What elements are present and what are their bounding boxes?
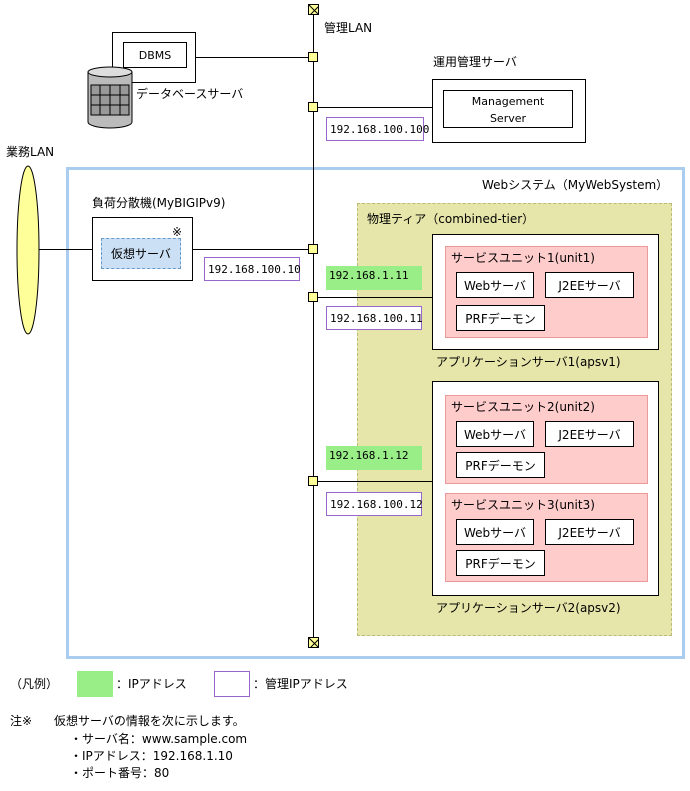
management-lan-label: 管理LAN [324, 21, 373, 35]
virtual-server-note-mark: ※ [172, 225, 183, 239]
database-server-label: データベースサーバ [136, 87, 244, 101]
database-server-icon [87, 66, 133, 129]
note-text: 仮想サーバの情報を次に示します。 [54, 714, 245, 728]
note-item-server-name: ・サーバ名：www.sample.com [70, 732, 248, 746]
legend-prefix: （凡例） [10, 677, 59, 691]
service-unit-3-prf-daemon: PRFデーモン [456, 550, 545, 576]
service-unit-1-web-server: Webサーバ [456, 272, 534, 298]
lan-terminator-bottom-icon [308, 637, 319, 648]
legend-mgmt-ip-label: ：管理IPアドレス [253, 677, 348, 691]
app-server-2-ip: 192.168.1.12 [326, 446, 422, 470]
legend-ip-label: ：IPアドレス [116, 677, 187, 691]
note-mark: 注※ [10, 714, 33, 728]
dbms-link [196, 57, 309, 58]
ops-server-line1: Management [471, 95, 545, 108]
legend-mgmt-ip-swatch [214, 671, 250, 697]
service-unit-1-label: サービスユニット1(unit1) [451, 251, 595, 265]
service-unit-2-j2ee-server: J2EEサーバ [545, 421, 634, 447]
app-server-1-link [317, 297, 433, 298]
ops-server-node [308, 102, 318, 112]
ops-server-link [317, 107, 432, 108]
virtual-server-label: 仮想サーバ [111, 247, 171, 261]
ops-server-title: 運用管理サーバ [433, 55, 517, 69]
ops-server-mgmt-ip: 192.168.100.100 [326, 117, 429, 141]
app-server-1-mgmt-ip: 192.168.100.11 [326, 306, 423, 330]
business-lan-ellipse [16, 165, 40, 335]
virtual-server-box: 仮想サーバ [101, 238, 181, 269]
service-unit-2-label: サービスユニット2(unit2) [451, 400, 595, 414]
note-item-port-number: ・ポート番号：80 [70, 766, 170, 780]
app-server-1-ip: 192.168.1.11 [326, 266, 422, 290]
app-server-1-node [308, 292, 318, 302]
dbms-box: DBMS [123, 42, 187, 68]
legend-ip-swatch [77, 671, 113, 697]
app-server-2-link [317, 481, 433, 482]
service-unit-3-web-server: Webサーバ [456, 519, 534, 545]
load-balancer-mgmt-ip: 192.168.100.10 [204, 257, 301, 281]
business-lan-link [39, 249, 92, 250]
service-unit-3-j2ee-server: J2EEサーバ [545, 519, 634, 545]
management-lan-bus [313, 13, 314, 642]
dbms-node [308, 52, 318, 62]
ops-server-line2: Server [489, 112, 527, 125]
load-balancer-title: 負荷分散機(MyBIGIPv9) [92, 196, 226, 210]
app-server-2-node [308, 476, 318, 486]
web-system-label: Webシステム（MyWebSystem） [482, 178, 669, 192]
service-unit-2-web-server: Webサーバ [456, 421, 534, 447]
load-balancer-node [308, 244, 318, 254]
app-server-2-mgmt-ip: 192.168.100.12 [326, 492, 423, 516]
physical-tier-label: 物理ティア（combined-tier） [367, 212, 535, 226]
service-unit-3-label: サービスユニット3(unit3) [451, 498, 595, 512]
service-unit-1-prf-daemon: PRFデーモン [456, 305, 545, 331]
app-server-2-label: アプリケーションサーバ2(apsv2) [436, 601, 621, 615]
app-server-1-label: アプリケーションサーバ1(apsv1) [436, 355, 621, 369]
service-unit-1-j2ee-server: J2EEサーバ [545, 272, 634, 298]
business-lan-label: 業務LAN [6, 145, 55, 159]
note-item-ip-address: ・IPアドレス：192.168.1.10 [70, 749, 233, 763]
lan-terminator-top-icon [308, 4, 319, 15]
ops-server-box: Management Server [443, 90, 573, 128]
web-system-frame [66, 167, 685, 659]
load-balancer-link [193, 249, 309, 250]
service-unit-2-prf-daemon: PRFデーモン [456, 452, 545, 478]
